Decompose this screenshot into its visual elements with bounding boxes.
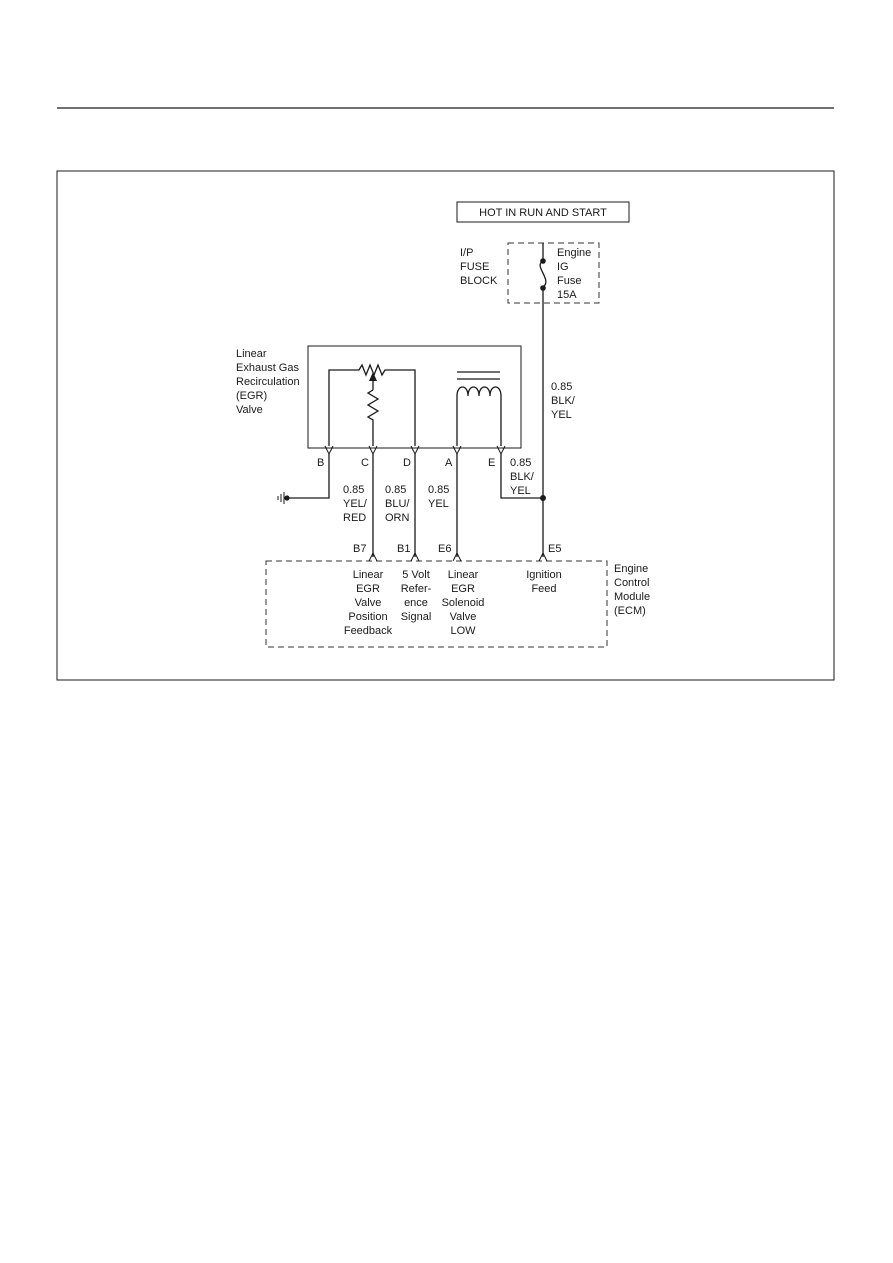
- ecm-b1-signal-2: Refer-: [401, 583, 432, 595]
- wire-d-color-1: BLU/: [385, 498, 410, 510]
- ecm-e5-signal-2: Feed: [531, 583, 556, 595]
- ecm-b7-signal-5: Feedback: [344, 625, 393, 637]
- ecm-label-4: (ECM): [614, 605, 646, 617]
- ecm-b1-signal-1: 5 Volt: [402, 569, 430, 581]
- ecm-label-2: Control: [614, 577, 649, 589]
- fuse-block-label-1: I/P: [460, 247, 473, 259]
- fuse-block-label-2: FUSE: [460, 261, 489, 273]
- wire-d-color-2: ORN: [385, 512, 410, 524]
- egr-valve-outline: [307, 345, 522, 449]
- fuse-block-outline: [507, 242, 600, 304]
- egr-connector-pins: [324, 445, 506, 456]
- fuse-label-3: Fuse: [557, 275, 581, 287]
- egr-valve: Linear Exhaust Gas Recirculation (EGR) V…: [236, 345, 522, 469]
- diagram-frame: [56, 170, 835, 681]
- egr-pin-a: A: [445, 457, 453, 469]
- wire-c-color-2: RED: [343, 512, 366, 524]
- wire-d-gauge: 0.85: [385, 484, 406, 496]
- wire-e-gauge: 0.85: [510, 457, 531, 469]
- solenoid-coil-icon: [456, 371, 502, 446]
- ecm-b1-signal-3: ence: [404, 597, 428, 609]
- fuse-label-4: 15A: [557, 289, 577, 301]
- wire-fuse-gauge: 0.85: [551, 381, 572, 393]
- fuse-block-label-3: BLOCK: [460, 275, 498, 287]
- ecm-pin-e5: E5: [548, 543, 561, 555]
- ecm-e6-signal-2: EGR: [451, 583, 475, 595]
- ecm: B7 B1 E6 E5 Linear EGR Valve Position Fe…: [265, 543, 650, 648]
- ecm-b1-signal-4: Signal: [401, 611, 432, 623]
- egr-valve-label-2: Exhaust Gas: [236, 362, 299, 374]
- ecm-pin-b7: B7: [353, 543, 366, 555]
- ecm-b7-signal-2: EGR: [356, 583, 380, 595]
- ecm-connector-pins: [368, 551, 548, 562]
- ecm-b7-signal-1: Linear: [353, 569, 384, 581]
- hot-in-run-banner: HOT IN RUN AND START: [456, 201, 630, 223]
- egr-valve-label-5: Valve: [236, 404, 263, 416]
- egr-valve-label-3: Recirculation: [236, 376, 300, 388]
- ecm-e6-signal-4: Valve: [450, 611, 477, 623]
- hot-in-run-label: HOT IN RUN AND START: [479, 207, 607, 219]
- fuse-label-1: Engine: [557, 247, 591, 259]
- fuse-block: I/P FUSE BLOCK Engine IG Fuse 15A: [460, 242, 600, 304]
- wire-e-color-2: YEL: [510, 485, 531, 497]
- ecm-pin-e6: E6: [438, 543, 451, 555]
- ecm-b7-signal-4: Position: [348, 611, 387, 623]
- potentiometer-icon: [328, 363, 416, 446]
- egr-valve-label-4: (EGR): [236, 390, 267, 402]
- ecm-outline: [265, 560, 608, 648]
- egr-valve-label-1: Linear: [236, 348, 267, 360]
- ecm-e5-signal-1: Ignition: [526, 569, 561, 581]
- egr-pin-e: E: [488, 457, 495, 469]
- wire-c-color-1: YEL/: [343, 498, 368, 510]
- ecm-e6-signal-5: LOW: [450, 625, 476, 637]
- wire-e-color-1: BLK/: [510, 471, 535, 483]
- egr-pin-b: B: [317, 457, 324, 469]
- ecm-b7-signal-3: Valve: [355, 597, 382, 609]
- ecm-label-3: Module: [614, 591, 650, 603]
- ecm-label-1: Engine: [614, 563, 648, 575]
- egr-pin-c: C: [361, 457, 369, 469]
- fuse-icon: [539, 260, 547, 288]
- egr-pin-d: D: [403, 457, 411, 469]
- wire-a-color: YEL: [428, 498, 449, 510]
- wire-a-gauge: 0.85: [428, 484, 449, 496]
- fuse-label-2: IG: [557, 261, 569, 273]
- wire-pin-e: [500, 454, 543, 499]
- ecm-pin-b1: B1: [397, 543, 410, 555]
- wire-fuse-color-2: YEL: [551, 409, 572, 421]
- wire-fuse-color-1: BLK/: [551, 395, 576, 407]
- ecm-e6-signal-1: Linear: [448, 569, 479, 581]
- ground-icon: [277, 454, 330, 504]
- ecm-e6-signal-3: Solenoid: [442, 597, 485, 609]
- wire-c-gauge: 0.85: [343, 484, 364, 496]
